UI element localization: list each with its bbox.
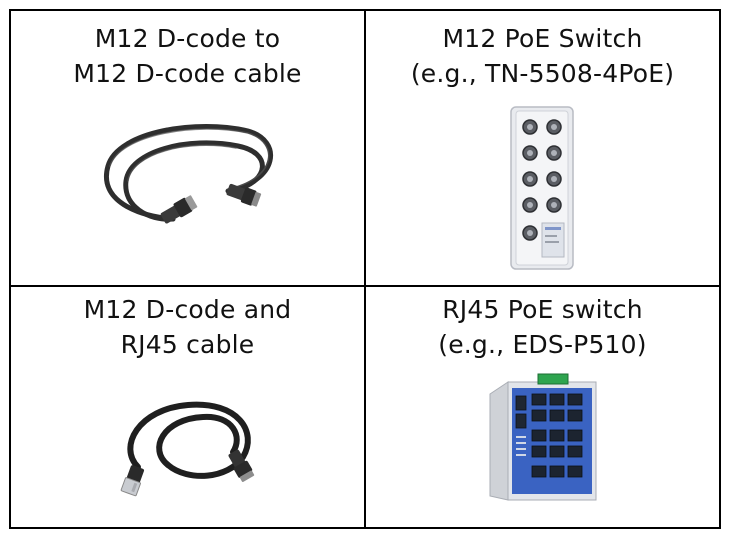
cell-rj45-poe-switch: RJ45 PoE switch (e.g., EDS-P510)	[364, 285, 721, 529]
caption-line-2: RJ45 cable	[120, 330, 255, 359]
cell-m12-cable: M12 D-code to M12 D-code cable	[9, 9, 366, 287]
rj45-poe-switch-image	[489, 373, 596, 501]
cell-m12-poe-switch: M12 PoE Switch (e.g., TN-5508-4PoE)	[364, 9, 721, 287]
table-row: M12 D-code and RJ45 cable	[9, 285, 721, 529]
m12-poe-switch-image	[509, 106, 574, 270]
caption-line-2: (e.g., EDS-P510)	[438, 330, 647, 359]
caption-line-1: M12 D-code to	[94, 24, 281, 53]
product-comparison-table: M12 D-code to M12 D-code cable	[9, 9, 721, 529]
m12-to-rj45-cable-image	[120, 401, 254, 497]
caption-line-2: M12 D-code cable	[73, 59, 302, 88]
caption-line-1: RJ45 PoE switch	[442, 295, 643, 324]
cell-rj45-cable: M12 D-code and RJ45 cable	[9, 285, 366, 529]
caption: RJ45 PoE switch (e.g., EDS-P510)	[366, 287, 719, 362]
caption: M12 D-code to M12 D-code cable	[11, 11, 364, 91]
table-row: M12 D-code to M12 D-code cable	[9, 9, 721, 287]
caption-line-1: M12 PoE Switch	[442, 24, 643, 53]
caption: M12 PoE Switch (e.g., TN-5508-4PoE)	[366, 11, 719, 91]
caption-line-2: (e.g., TN-5508-4PoE)	[410, 59, 675, 88]
caption: M12 D-code and RJ45 cable	[11, 287, 364, 362]
caption-line-1: M12 D-code and	[83, 295, 292, 324]
m12-to-m12-cable-image	[103, 124, 273, 224]
